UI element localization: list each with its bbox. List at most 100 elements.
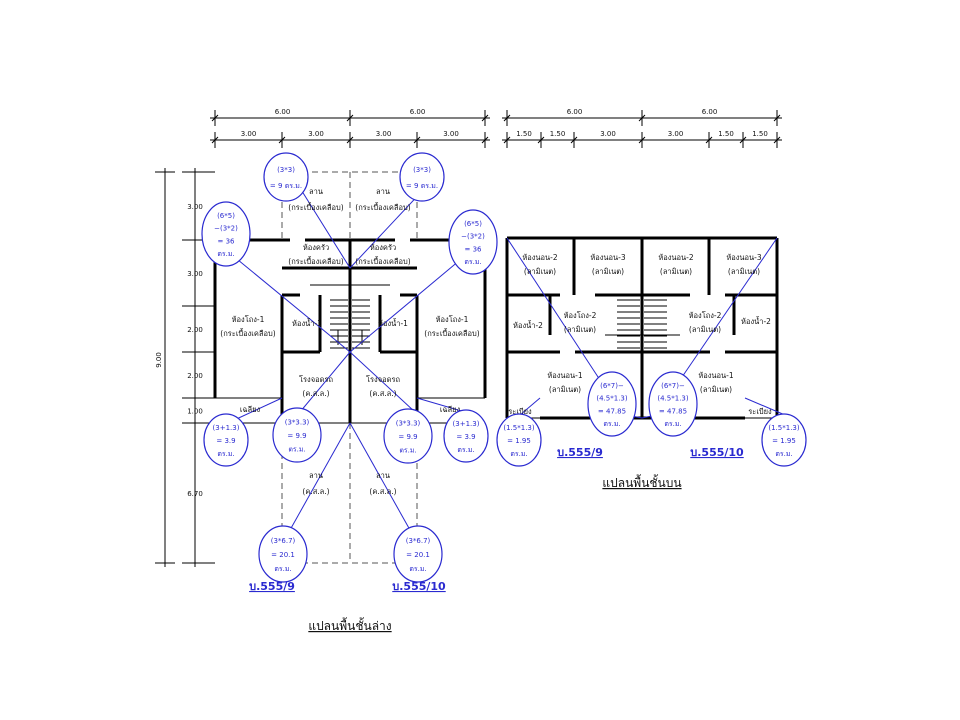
room-label: ห้องน้ำ-1 bbox=[378, 318, 408, 328]
room-label: (ลามิเนต) bbox=[689, 325, 721, 334]
room-label: ลาน bbox=[376, 471, 390, 480]
area-callout-text: ตร.ม. bbox=[664, 420, 681, 428]
area-callout-text: −(3*2) bbox=[214, 225, 238, 233]
area-callout-text: ตร.ม. bbox=[217, 250, 234, 258]
area-callout-text: ตร.ม. bbox=[274, 565, 291, 573]
dimension-label: 3.00 bbox=[187, 270, 203, 278]
area-callout-text: = 3.9 bbox=[216, 437, 235, 445]
area-callout-text: (4.5*1.3) bbox=[596, 395, 627, 403]
dimension-label: 6.00 bbox=[702, 108, 718, 116]
area-callout bbox=[496, 413, 542, 467]
dimension-tick bbox=[739, 136, 747, 144]
dimension-label: 6.00 bbox=[275, 108, 291, 116]
dimension-label: 3.00 bbox=[241, 130, 257, 138]
dimension-label: 1.50 bbox=[516, 130, 532, 138]
area-callout-text: −(3*2) bbox=[461, 233, 485, 241]
dimension-tick bbox=[773, 136, 781, 144]
area-callout-text: = 36 bbox=[218, 237, 236, 245]
area-callout bbox=[448, 209, 498, 275]
room-label: ลาน bbox=[309, 187, 323, 196]
dimension-label: 3.00 bbox=[308, 130, 324, 138]
dimension-tick bbox=[537, 136, 545, 144]
area-callout-text: ตร.ม. bbox=[288, 446, 305, 454]
room-label: (ค.ส.ล.) bbox=[369, 487, 396, 496]
dimension-label: 1.50 bbox=[752, 130, 768, 138]
leader-line bbox=[349, 187, 426, 269]
dimension-label: 2.00 bbox=[187, 326, 203, 334]
area-callout bbox=[443, 409, 489, 463]
area-callout bbox=[383, 408, 433, 464]
dimension-tick bbox=[570, 136, 578, 144]
unit-label: บ.555/9 bbox=[557, 446, 603, 459]
room-label: (กระเบื้องเคลือบ) bbox=[288, 256, 343, 266]
room-label: (ค.ส.ล.) bbox=[302, 389, 329, 398]
room-label: (กระเบื้องเคลือบ) bbox=[424, 328, 479, 338]
leader-line bbox=[519, 397, 541, 416]
area-callout-text: (3*3.3) bbox=[396, 420, 421, 428]
area-callout-text: ตร.ม. bbox=[409, 565, 426, 573]
room-label: (ลามิเนต) bbox=[660, 267, 692, 276]
area-callout-text: = 47.85 bbox=[598, 407, 626, 415]
area-callout-text: ตร.ม. bbox=[399, 447, 416, 455]
room-label: (กระเบื้องเคลือบ) bbox=[220, 328, 275, 338]
unit-label: บ.555/10 bbox=[690, 446, 744, 459]
leader-line bbox=[231, 254, 351, 353]
room-label: (กระเบื้องเคลือบ) bbox=[288, 202, 343, 212]
leader-line bbox=[679, 237, 778, 381]
room-label: ห้องน้ำ-2 bbox=[513, 320, 543, 330]
area-callout-text: ตร.ม. bbox=[217, 450, 234, 458]
dimension-tick bbox=[278, 136, 286, 144]
area-callout bbox=[203, 413, 249, 467]
area-callout bbox=[761, 413, 807, 467]
room-label: โรงจอดรถ bbox=[366, 375, 400, 384]
room-label: ห้องนอน-2 bbox=[522, 253, 558, 262]
area-callout-text: ตร.ม. bbox=[510, 450, 527, 458]
room-label: (ค.ส.ล.) bbox=[302, 487, 329, 496]
room-label: ห้องนอน-1 bbox=[547, 371, 583, 380]
dimension-label: 6.00 bbox=[567, 108, 583, 116]
room-label: (กระเบื้องเคลือบ) bbox=[355, 202, 410, 212]
area-callout-text: ตร.ม. bbox=[603, 420, 620, 428]
area-callout-text: (3*6.7) bbox=[271, 537, 296, 545]
room-label: ห้องนอน-3 bbox=[590, 253, 626, 262]
room-label: (กระเบื้องเคลือบ) bbox=[355, 256, 410, 266]
area-callout-text: ตร.ม. bbox=[464, 258, 481, 266]
area-callout-text: = 36 bbox=[465, 245, 483, 253]
area-callout bbox=[258, 525, 308, 583]
area-callout bbox=[272, 407, 322, 463]
room-label: (ลามิเนต) bbox=[524, 267, 556, 276]
room-label: ห้องโถง-2 bbox=[689, 311, 722, 320]
area-callout-text: (6*7)− bbox=[600, 382, 624, 390]
room-label: ลาน bbox=[309, 471, 323, 480]
room-label: เฉลียง bbox=[240, 405, 261, 414]
area-callout-text: = 9 ตร.ม. bbox=[270, 182, 302, 190]
room-label: ลาน bbox=[376, 187, 390, 196]
dimension-tick bbox=[773, 114, 781, 122]
dimension-label: 2.00 bbox=[187, 372, 203, 380]
dimension-tick bbox=[346, 114, 354, 122]
room-label: ห้องครัว bbox=[303, 243, 329, 252]
room-label: ห้องโถง-1 bbox=[436, 315, 469, 324]
area-callout-text: (3+1.3) bbox=[213, 424, 240, 432]
dimension-label: 6.70 bbox=[187, 490, 203, 498]
area-callout-text: (3*3) bbox=[413, 166, 431, 174]
area-callout bbox=[648, 371, 698, 437]
room-label: ระเบียง bbox=[508, 407, 532, 416]
area-callout-text: (6*5) bbox=[464, 220, 482, 228]
dimension-label: 6.00 bbox=[410, 108, 426, 116]
area-callout-text: = 3.9 bbox=[456, 433, 475, 441]
area-callout-text: = 20.1 bbox=[271, 551, 295, 559]
room-label: ห้องโถง-1 bbox=[232, 315, 265, 324]
area-callout-text: (3+1.3) bbox=[453, 420, 480, 428]
area-callout-text: (6*5) bbox=[217, 212, 235, 220]
unit-label: บ.555/10 bbox=[392, 580, 446, 593]
room-label: ระเบียง bbox=[748, 407, 772, 416]
room-label: ห้องนอน-3 bbox=[726, 253, 762, 262]
room-label: (ลามิเนต) bbox=[592, 267, 624, 276]
leader-line bbox=[299, 351, 351, 413]
room-label: โรงจอดรถ bbox=[299, 375, 333, 384]
room-label: เฉลียง bbox=[440, 405, 461, 414]
room-label: (ลามิเนต) bbox=[700, 385, 732, 394]
room-label: (ลามิเนต) bbox=[728, 267, 760, 276]
